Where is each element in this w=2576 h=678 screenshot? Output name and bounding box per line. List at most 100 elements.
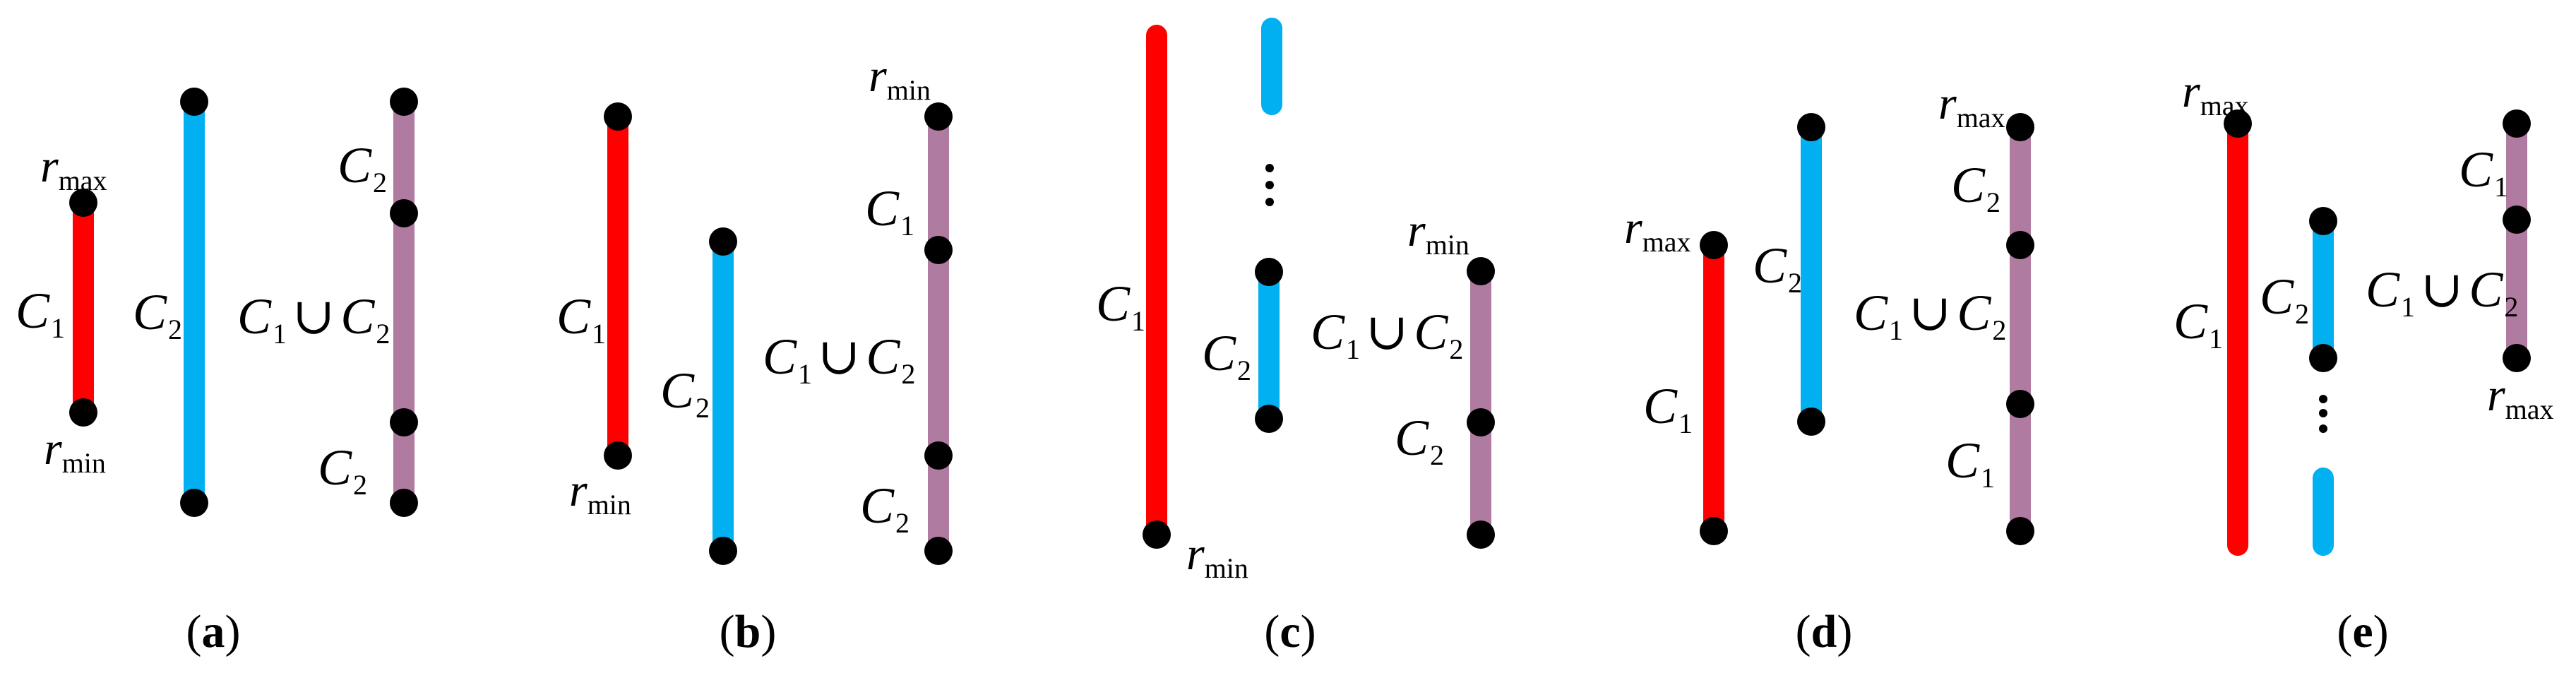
endpoint-dot-icon (2006, 390, 2034, 418)
union-label: C1∪C2 (2366, 261, 2518, 321)
label-subscript: 1 (592, 318, 607, 350)
set-symbol: C (860, 477, 895, 534)
endpoint-dot-icon (2503, 344, 2531, 372)
endpoint-dot-icon (1255, 258, 1283, 286)
radius-symbol: r (1624, 202, 1642, 254)
endpoint-dot-icon (709, 227, 737, 256)
label-subscript: 1 (2209, 323, 2224, 355)
endpoint-dot-icon (1467, 257, 1495, 285)
radius-bound-label: rmin (1407, 208, 1469, 259)
radius-symbol: r (1938, 78, 1957, 129)
endpoint-dot-icon (1255, 405, 1283, 433)
endpoint-dot-icon (1143, 521, 1171, 549)
endpoint-dot-icon (2503, 206, 2531, 234)
label-subscript: 2 (696, 392, 710, 424)
set-symbol: C (1957, 285, 1991, 341)
set-subscript: 1 (2401, 291, 2416, 323)
set-label: C1 (1096, 275, 1145, 335)
caption-letter: d (1811, 606, 1837, 658)
set-subscript: 1 (1889, 314, 1904, 346)
set-symbol: C (1643, 378, 1678, 434)
set-subscript: 2 (1992, 314, 2007, 346)
set-label: C2 (1395, 412, 1444, 470)
radius-bound-label: rmin (44, 426, 106, 477)
set-symbol: C (338, 137, 372, 194)
endpoint-dot-icon (2006, 517, 2034, 545)
set-symbol: C (1951, 157, 1986, 213)
set-subscript: 2 (1449, 333, 1464, 365)
set-label: C1 (2459, 141, 2508, 201)
label-subscript: max (1642, 226, 1691, 258)
radius-bound-label: rmin (869, 53, 931, 105)
endpoint-dot-icon (1700, 517, 1728, 545)
panel-caption-c: (c) (1264, 609, 1316, 655)
caption-letter: b (734, 606, 761, 658)
endpoint-dot-icon (709, 537, 737, 565)
set-label: C1 (865, 180, 914, 240)
set-symbol: C (133, 284, 167, 340)
radius-symbol: r (2487, 369, 2505, 421)
label-subscript: min (1204, 552, 1248, 584)
set-label: C2 (2260, 271, 2309, 328)
set-symbol: C (318, 439, 352, 496)
vertical-ellipsis-icon (2319, 395, 2327, 403)
caption-paren: ( (186, 606, 202, 658)
caption-paren: ) (1837, 606, 1853, 658)
set-label: C2 (133, 284, 182, 344)
panel-c (1143, 18, 1495, 549)
panel-caption-b: (b) (720, 609, 777, 655)
radius-bound-label: rmax (2182, 66, 2249, 120)
set-symbol: C (865, 180, 900, 237)
label-subscript: min (587, 489, 631, 521)
vertical-ellipsis-icon (2319, 409, 2327, 417)
endpoint-dot-icon (604, 441, 632, 470)
endpoint-dot-icon (390, 408, 418, 436)
endpoint-dot-icon (2503, 109, 2531, 138)
set-symbol: C (1096, 275, 1131, 332)
endpoint-dot-icon (1797, 113, 1825, 141)
set-subscript: 1 (1346, 333, 1361, 365)
union-operator: ∪ (818, 328, 861, 385)
radius-bound-label: rmin (569, 468, 631, 519)
endpoint-dot-icon (1467, 521, 1495, 549)
set-subscript: 1 (798, 358, 813, 390)
endpoint-dot-icon (2006, 113, 2034, 141)
panel-a (69, 88, 418, 517)
radius-bound-label: rmax (2487, 369, 2554, 424)
set-symbol: C (2366, 261, 2400, 318)
endpoint-dot-icon (924, 537, 953, 565)
set-symbol: C (2459, 141, 2493, 198)
vertical-ellipsis-icon (1265, 164, 1274, 172)
union-operator: ∪ (1366, 304, 1409, 360)
set-symbol: C (556, 288, 591, 345)
caption-paren: ) (225, 606, 241, 658)
endpoint-dot-icon (390, 199, 418, 227)
panel-e (2224, 109, 2531, 556)
set-label: C2 (1951, 157, 2000, 217)
panel-caption-e: (e) (2337, 609, 2388, 655)
endpoint-dot-icon (1467, 408, 1495, 436)
endpoint-dot-icon (69, 189, 97, 217)
label-subscript: 2 (168, 314, 183, 345)
vertical-ellipsis-icon (2319, 424, 2327, 433)
label-subscript: min (886, 74, 931, 106)
label-subscript: 1 (1131, 305, 1146, 337)
union-label: C1∪C2 (237, 288, 390, 348)
set-symbol: C (1753, 237, 1787, 294)
label-subscript: 2 (1788, 267, 1803, 299)
union-operator: ∪ (292, 288, 335, 345)
endpoint-dot-icon (390, 88, 418, 116)
endpoint-dot-icon (604, 102, 632, 131)
radius-bound-label: rmax (1624, 202, 1691, 256)
panel-b (604, 102, 953, 565)
endpoint-dot-icon (69, 398, 97, 427)
label-subscript: max (58, 165, 107, 196)
radius-symbol: r (40, 141, 59, 192)
caption-paren: ( (2337, 606, 2353, 658)
set-label: C2 (860, 477, 910, 537)
set-symbol: C (1854, 285, 1888, 341)
set-label: C2 (338, 137, 387, 197)
radius-symbol: r (2182, 66, 2200, 117)
